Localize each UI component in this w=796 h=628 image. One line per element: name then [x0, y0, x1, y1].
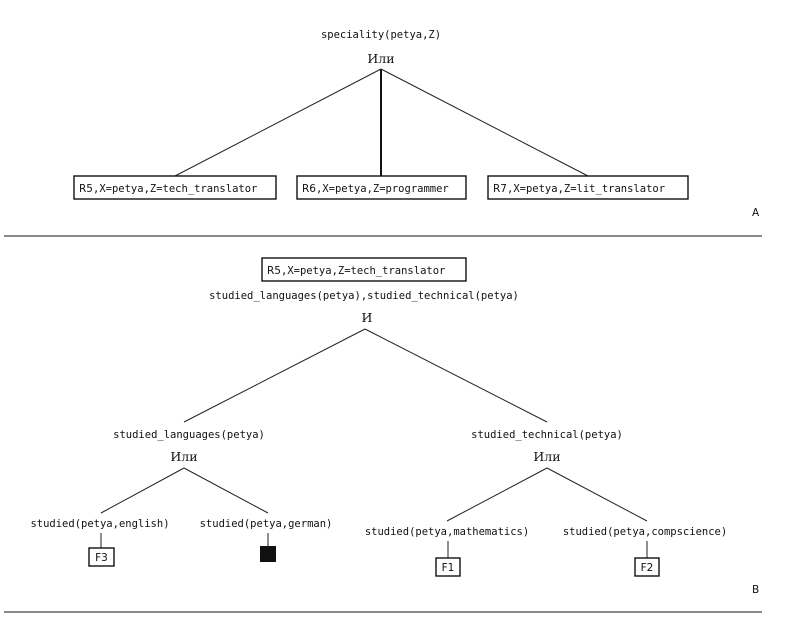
panel-a-goal: speciality(petya,Z) — [321, 29, 441, 41]
fact-box-f3: F3 — [88, 547, 115, 567]
rule-box-r7: R7,X=petya,Z=lit_translator — [487, 175, 689, 200]
rule-id-r6: R6 — [302, 183, 316, 195]
edge-b-right — [364, 328, 548, 423]
left-or-label: Или — [170, 449, 197, 464]
goal-english: studied(petya,english) — [30, 518, 169, 530]
fact-label-f2: F2 — [641, 562, 654, 574]
rule-box-r5: R5,X=petya,Z=tech_translator — [73, 175, 277, 200]
right-goal: studied_technical(petya) — [471, 429, 623, 441]
fact-box-f2: F2 — [634, 557, 660, 577]
goal-mathematics: studied(petya,mathematics) — [365, 526, 529, 538]
and-label: И — [362, 310, 373, 325]
fact-box-f1: F1 — [435, 557, 461, 577]
rule-id-r7: R7 — [493, 183, 507, 195]
panel-a: speciality(petya,Z) Или R5,X=petya,Z=tec… — [73, 29, 760, 219]
left-goal: studied_languages(petya) — [113, 429, 265, 441]
rule-text-r6: X=petya,Z=programmer — [322, 183, 448, 195]
rule-id-b-r5: R5 — [267, 265, 281, 277]
edge-a-r5 — [174, 68, 382, 177]
svg-text:R5,X=petya,Z=tech_translator: R5,X=petya,Z=tech_translator — [267, 265, 445, 277]
goal-german: studied(petya,german) — [200, 518, 333, 530]
edge-left-german — [183, 467, 269, 514]
right-or-label: Или — [533, 449, 560, 464]
rule-box-r6: R6,X=petya,Z=programmer — [296, 175, 467, 200]
panel-b: R5,X=petya,Z=tech_translator studied_lan… — [30, 257, 759, 596]
svg-text:R5,X=petya,Z=tech_translator: R5,X=petya,Z=tech_translator — [79, 183, 257, 195]
failed-leaf-square — [260, 546, 276, 562]
rule-text-r7: X=petya,Z=lit_translator — [513, 183, 665, 195]
rule-box-b-r5: R5,X=petya,Z=tech_translator — [261, 257, 467, 282]
rule-id-r5: R5 — [79, 183, 93, 195]
fact-label-f3: F3 — [95, 552, 108, 564]
rule-text-r5: X=petya,Z=tech_translator — [99, 183, 257, 195]
panel-b-label: B — [752, 584, 759, 596]
svg-text:R6,X=petya,Z=programmer: R6,X=petya,Z=programmer — [302, 183, 449, 195]
panel-a-label: A — [752, 207, 760, 219]
edge-b-left — [183, 328, 366, 423]
edge-right-math — [446, 467, 548, 522]
rule-text-b-r5: X=petya,Z=tech_translator — [287, 265, 445, 277]
edge-left-english — [100, 467, 185, 514]
panel-a-or-label: Или — [367, 51, 394, 66]
goal-compscience: studied(petya,compscience) — [563, 526, 727, 538]
edge-right-cs — [546, 467, 648, 522]
svg-text:R7,X=petya,Z=lit_translator: R7,X=petya,Z=lit_translator — [493, 183, 665, 195]
conjunction-goal: studied_languages(petya),studied_technic… — [209, 290, 519, 302]
fact-label-f1: F1 — [442, 562, 455, 574]
edge-a-r7 — [380, 68, 589, 177]
